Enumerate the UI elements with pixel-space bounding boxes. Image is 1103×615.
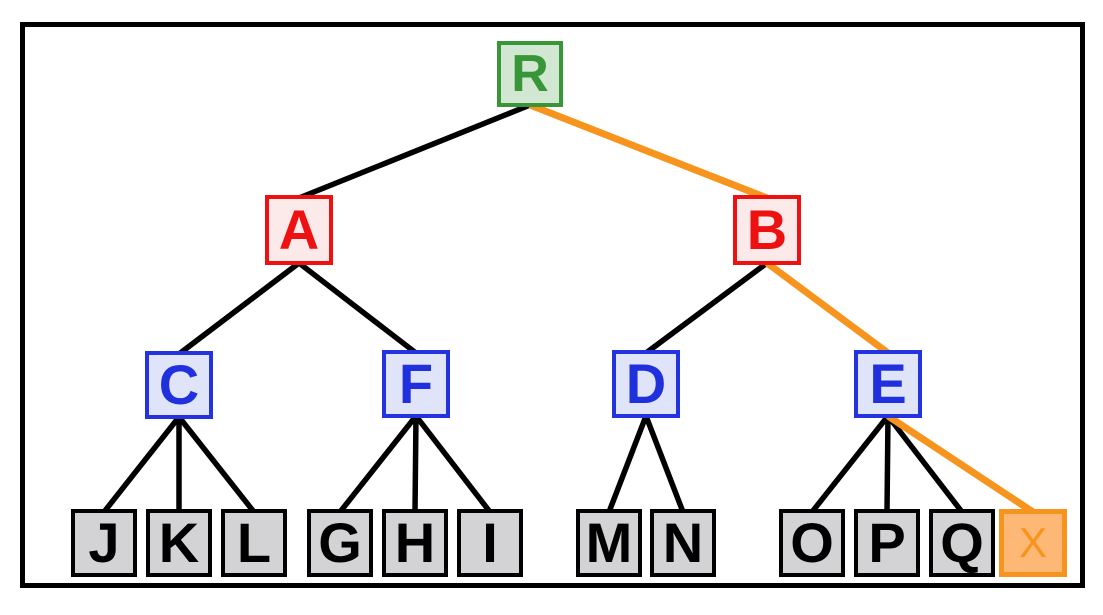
tree-node-I: I [457, 509, 523, 577]
tree-node-G: G [307, 509, 373, 577]
tree-edge-B-E-highlighted [764, 260, 891, 356]
node-label-D: D [625, 352, 667, 415]
node-label-G: G [318, 511, 362, 574]
node-label-O: O [790, 511, 834, 574]
node-label-F: F [398, 352, 434, 415]
tree-node-P: P [854, 509, 920, 577]
tree-edge-C-L [176, 415, 257, 514]
tree-node-H: H [382, 509, 448, 577]
tree-node-X: X [999, 509, 1067, 577]
tree-node-O: O [779, 509, 845, 577]
tree-edge-E-X-highlighted [886, 413, 1035, 515]
tree-edge-E-Q [885, 414, 965, 514]
tree-edge-E-P [884, 415, 891, 513]
node-label-H: H [394, 511, 436, 574]
tree-edge-A-C [177, 260, 301, 357]
node-label-N: N [662, 511, 704, 574]
tree-edge-F-I [413, 414, 493, 514]
tree-edge-B-D [644, 260, 769, 356]
tree-node-R: R [497, 41, 563, 107]
node-label-B: B [746, 198, 788, 261]
node-label-Q: Q [940, 511, 984, 574]
tree-edge-F-H [412, 415, 419, 513]
tree-node-F: F [382, 350, 450, 418]
tree-edge-D-N [643, 415, 686, 513]
node-label-M: M [585, 511, 633, 574]
tree-node-Q: Q [929, 509, 995, 577]
tree-edge-R-A [297, 102, 532, 201]
tree-edge-C-J [101, 415, 182, 514]
tree-node-J: J [71, 509, 137, 577]
tree-node-C: C [145, 351, 213, 419]
node-label-I: I [482, 511, 498, 574]
node-label-J: J [88, 511, 120, 574]
node-label-A: A [278, 198, 320, 261]
tree-node-E: E [854, 350, 922, 418]
tree-node-N: N [650, 509, 716, 577]
tree-edge-F-G [337, 414, 419, 514]
node-label-X: X [1018, 519, 1047, 566]
tree-node-L: L [221, 509, 287, 577]
tree-node-A: A [265, 195, 333, 265]
node-label-L: L [236, 511, 272, 574]
node-label-E: E [869, 352, 907, 415]
node-label-R: R [511, 45, 549, 103]
tree-edge-R-B-highlighted [528, 101, 769, 202]
tree-edge-E-O [809, 414, 891, 514]
diagram-border-frame [20, 22, 1085, 588]
node-label-P: P [868, 511, 906, 574]
tree-node-D: D [612, 350, 680, 418]
node-label-C: C [158, 353, 200, 416]
tree-node-M: M [576, 509, 642, 577]
tree-edge-D-M [606, 415, 649, 513]
tree-node-B: B [733, 195, 801, 265]
tree-node-K: K [146, 509, 212, 577]
node-label-K: K [158, 511, 200, 574]
tree-edge-A-F [297, 260, 418, 356]
